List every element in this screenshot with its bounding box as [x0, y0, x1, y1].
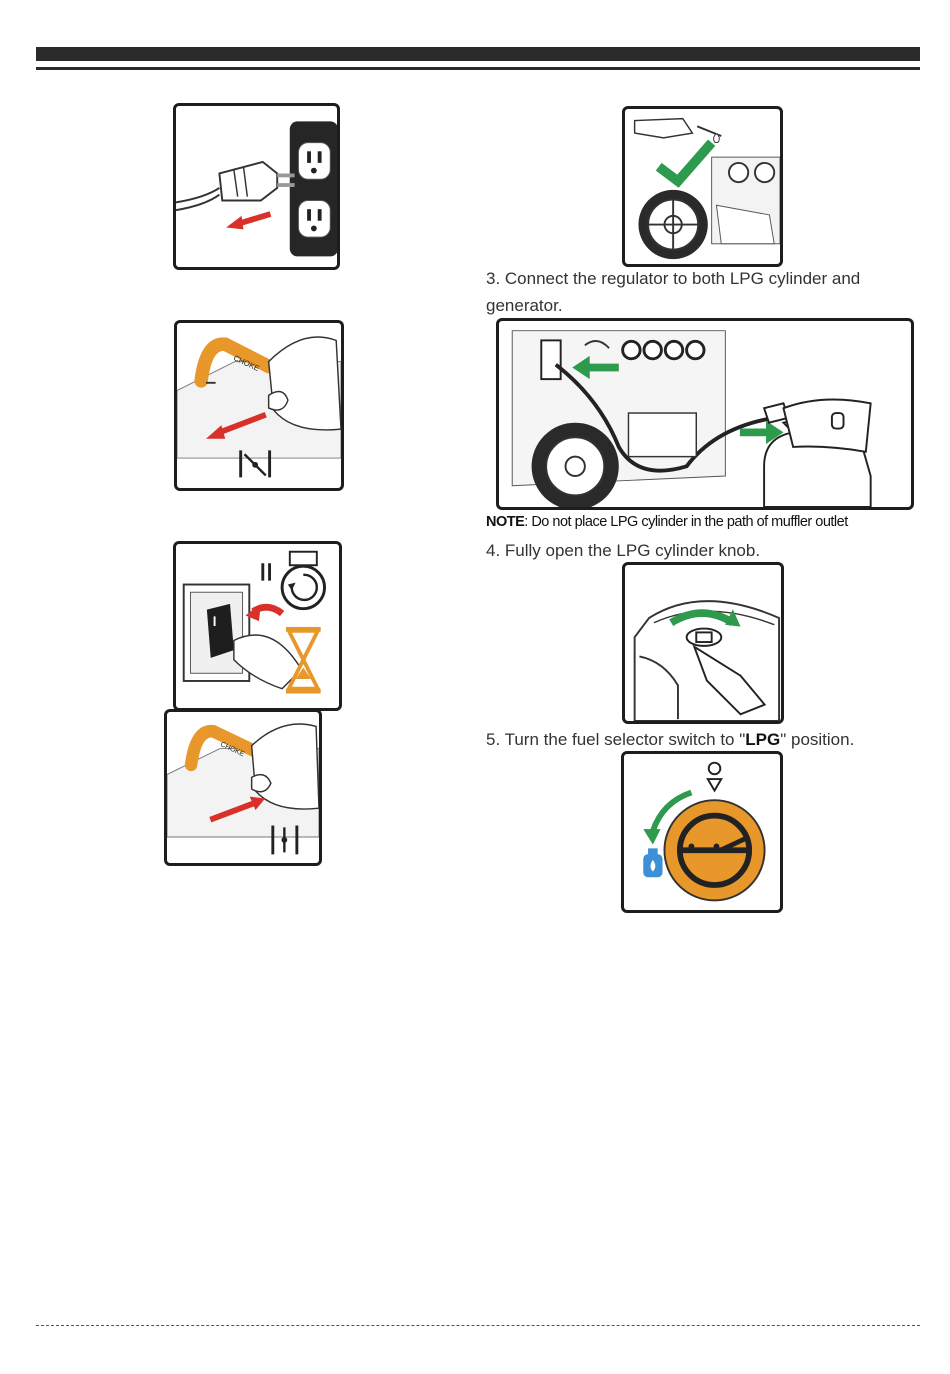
footer-rule	[36, 1325, 920, 1326]
header-bar	[36, 47, 920, 61]
step-5-lpg: LPG	[745, 730, 780, 749]
step-5-text: 5. Turn the fuel selector switch to "LPG…	[486, 726, 854, 753]
note-text: : Do not place LPG cylinder in the path …	[524, 514, 847, 530]
choke-close-illustration: CHOKE	[174, 320, 344, 491]
unplug-illustration	[173, 103, 340, 270]
regulator-connection-illustration	[496, 318, 914, 510]
note-label: NOTE	[486, 514, 524, 530]
step-5-prefix: 5. Turn the fuel selector switch to "	[486, 730, 745, 749]
step-3-text: 3. Connect the regulator to both LPG cyl…	[486, 265, 916, 319]
choke-open-illustration: CHOKE	[164, 709, 322, 866]
oil-check-illustration	[622, 106, 783, 267]
step-5-suffix: " position.	[780, 730, 854, 749]
fuel-selector-illustration	[621, 751, 783, 913]
cylinder-knob-illustration	[622, 562, 784, 724]
muffler-note: NOTE: Do not place LPG cylinder in the p…	[486, 514, 848, 530]
header-rule	[36, 67, 920, 70]
start-switch-illustration	[173, 541, 342, 711]
step-4-text: 4. Fully open the LPG cylinder knob.	[486, 537, 760, 564]
